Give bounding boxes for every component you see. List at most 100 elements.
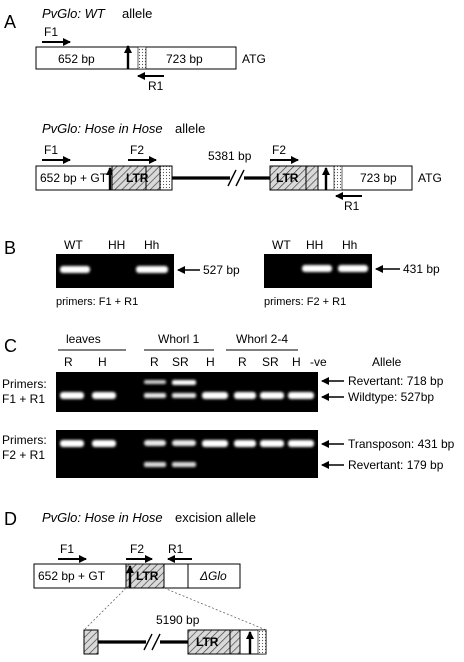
hose-break-mark-2 xyxy=(235,169,245,187)
group-whorl24: Whorl 2-4 xyxy=(236,332,288,346)
gel3-band xyxy=(60,392,84,399)
hose-ltr1-box xyxy=(111,165,147,191)
wt-title-italic: PvGlo: WT xyxy=(42,6,106,21)
hose-ltr2-label: LTR xyxy=(276,171,299,185)
zoom-dotted xyxy=(257,629,267,655)
gel3-band-upper: Revertant: 718 bp xyxy=(348,374,444,388)
panel-label-d: D xyxy=(4,509,17,529)
excision-ltr-label: LTR xyxy=(136,569,159,583)
excision-ltr-box xyxy=(125,563,165,589)
gel3-band xyxy=(172,380,196,385)
gel4-band-lower: Revertant: 179 bp xyxy=(348,458,444,472)
gel3-band xyxy=(202,392,228,399)
excision-primer-r1-label: R1 xyxy=(168,542,184,556)
gel2-band-hh xyxy=(302,265,332,272)
hose-ltr2-end xyxy=(305,165,319,191)
wt-left-bp: 652 bp xyxy=(58,52,95,66)
gel2-lane-wt: WT xyxy=(272,238,291,252)
gel3-band xyxy=(144,380,166,384)
gel2-primers: primers: F2 + R1 xyxy=(264,296,346,308)
gel3-band xyxy=(172,393,196,398)
zoom-ltr-end xyxy=(229,629,241,655)
wt-gene-box xyxy=(35,46,237,70)
hose-title-italic: PvGlo: Hose in Hose xyxy=(42,121,163,136)
hose-primer-f2b-label: F2 xyxy=(272,143,286,157)
gel1-lane-hh-het: Hh xyxy=(144,238,159,252)
gel3-band xyxy=(260,392,284,399)
hose-primer-f1-label: F1 xyxy=(44,143,58,157)
wt-primer-r1-label: R1 xyxy=(148,79,164,93)
gel4-band xyxy=(260,440,284,447)
gel3-band xyxy=(144,393,166,398)
hose-right-box xyxy=(317,165,413,191)
gel2-lane-hh-het: Hh xyxy=(342,238,357,252)
hose-ltr1-label: LTR xyxy=(126,171,149,185)
gel4-image xyxy=(56,430,318,478)
gel3-bands xyxy=(60,380,314,399)
gel2-lane-hh: HH xyxy=(306,238,323,252)
gel3-band xyxy=(288,392,314,399)
gel4-band xyxy=(92,440,116,447)
lane-label-9: -ve xyxy=(310,355,327,369)
lane-label-8: H xyxy=(292,355,301,369)
lane-label-4: SR xyxy=(172,355,189,369)
gel4-primers-line1: Primers: xyxy=(2,433,47,447)
lane-label-3: R xyxy=(150,355,159,369)
panel-label-a: A xyxy=(4,12,16,32)
gel4-band xyxy=(60,440,84,447)
gel3-band xyxy=(234,392,256,399)
gel4-bands xyxy=(60,440,314,467)
gel2-band-label: 431 bp xyxy=(403,262,440,276)
gel4-band xyxy=(202,440,228,447)
wt-primer-f1-label: F1 xyxy=(44,25,58,39)
lane-label-6: R xyxy=(238,355,247,369)
wt-title-rest: allele xyxy=(122,6,152,21)
group-leaves: leaves xyxy=(66,332,101,346)
hose-primer-r1-label: R1 xyxy=(344,199,360,213)
hose-atg: ATG xyxy=(418,171,442,185)
panel-label-c: C xyxy=(4,336,17,356)
hose-ltr2-box xyxy=(269,165,307,191)
gel4-band xyxy=(144,440,166,446)
zoom-break-mark-2 xyxy=(151,633,161,651)
lane-label-7: SR xyxy=(262,355,279,369)
gel4-band xyxy=(172,462,196,467)
panel-label-b: B xyxy=(4,238,16,258)
excision-primer-f2-label: F2 xyxy=(130,542,144,556)
hose-right-dotted xyxy=(333,165,343,191)
gel1-primers: primers: F1 + R1 xyxy=(56,296,138,308)
gel2-band-het xyxy=(338,265,368,272)
hose-left-bp: 652 bp + GT xyxy=(40,171,108,185)
wt-atg: ATG xyxy=(242,52,266,66)
zoom-ltr-label: LTR xyxy=(196,635,219,649)
excision-title-rest: excision allele xyxy=(175,510,256,525)
gel4-band xyxy=(172,440,196,446)
gel1-band-het xyxy=(136,266,168,273)
excision-left-bp: 652 bp + GT xyxy=(38,569,106,583)
group-whorl1: Whorl 1 xyxy=(158,332,200,346)
zoom-line-left xyxy=(83,587,127,631)
lane-label-1: R xyxy=(64,355,73,369)
gel3-band-lower: Wildtype: 527bp xyxy=(348,390,434,404)
lane-label-5: H xyxy=(206,355,215,369)
gel3-primers-line1: Primers: xyxy=(2,377,47,391)
zoom-ltr-left xyxy=(83,629,99,655)
hose-ltr1-dotted xyxy=(159,165,173,191)
wt-right-bp: 723 bp xyxy=(166,52,203,66)
excision-gap-bp: 5190 bp xyxy=(156,613,200,627)
gel3-band xyxy=(92,392,116,399)
zoom-ltr-right xyxy=(187,629,231,655)
gel3-primers-line2: F1 + R1 xyxy=(2,392,45,406)
hose-right-bp: 723 bp xyxy=(360,171,397,185)
gel4-band xyxy=(288,440,314,447)
excision-delta-glo: ΔGlo xyxy=(199,569,227,583)
excision-title-italic: PvGlo: Hose in Hose xyxy=(42,510,163,525)
allele-header: Allele xyxy=(372,355,402,369)
gel4-band xyxy=(234,440,256,447)
zoom-break-mark-1 xyxy=(143,633,153,651)
gel1-lane-hh: HH xyxy=(108,238,125,252)
hose-break-mark-1 xyxy=(227,169,237,187)
hose-title-rest: allele xyxy=(175,121,205,136)
gel4-band-upper: Transposon: 431 bp xyxy=(348,437,455,451)
